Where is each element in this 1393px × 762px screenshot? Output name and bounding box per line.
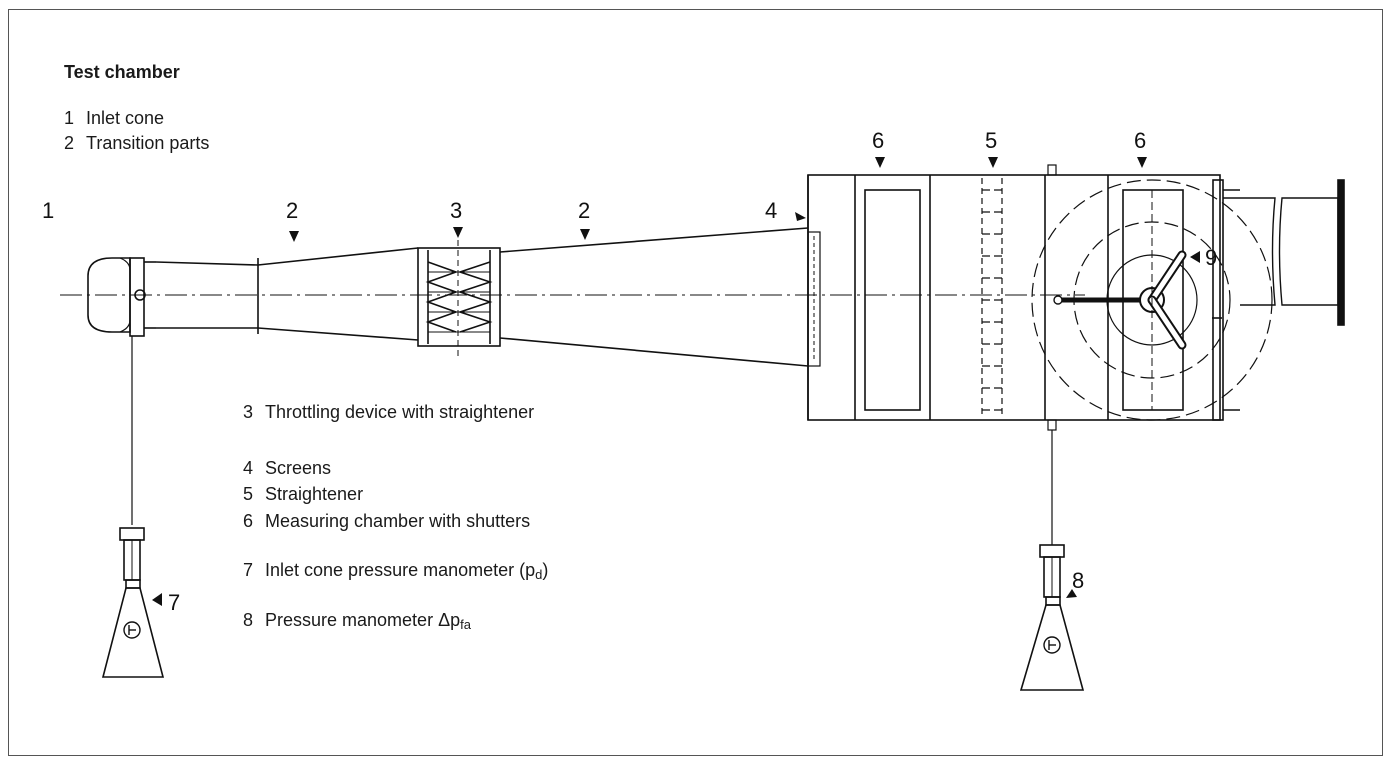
diagram-title: Test chamber	[64, 62, 180, 82]
callout-2b: 2	[578, 198, 590, 223]
callout-9: 9	[1205, 245, 1217, 270]
throttling-device	[417, 240, 501, 360]
outlet-duct	[1212, 179, 1345, 421]
callout-arrows	[152, 157, 1200, 606]
callout-1: 1	[42, 198, 54, 223]
transition-part-1	[257, 247, 419, 341]
diagram-frame	[8, 9, 1383, 756]
inlet-duct	[155, 258, 259, 334]
fan	[1031, 179, 1273, 421]
inlet-cone-pressure-manometer	[101, 527, 165, 678]
callout-2a: 2	[286, 198, 298, 223]
callout-4: 4	[765, 198, 777, 223]
screens	[807, 175, 821, 420]
callout-7: 7	[168, 590, 180, 615]
straightener	[981, 178, 1003, 418]
transition-part-2	[499, 227, 809, 367]
callout-6b: 6	[1134, 128, 1146, 153]
callout-3: 3	[450, 198, 462, 223]
callout-6a: 6	[872, 128, 884, 153]
callout-8: 8	[1072, 568, 1084, 593]
pressure-manometer	[1019, 544, 1085, 691]
inlet-cone	[87, 257, 156, 525]
callout-5: 5	[985, 128, 997, 153]
